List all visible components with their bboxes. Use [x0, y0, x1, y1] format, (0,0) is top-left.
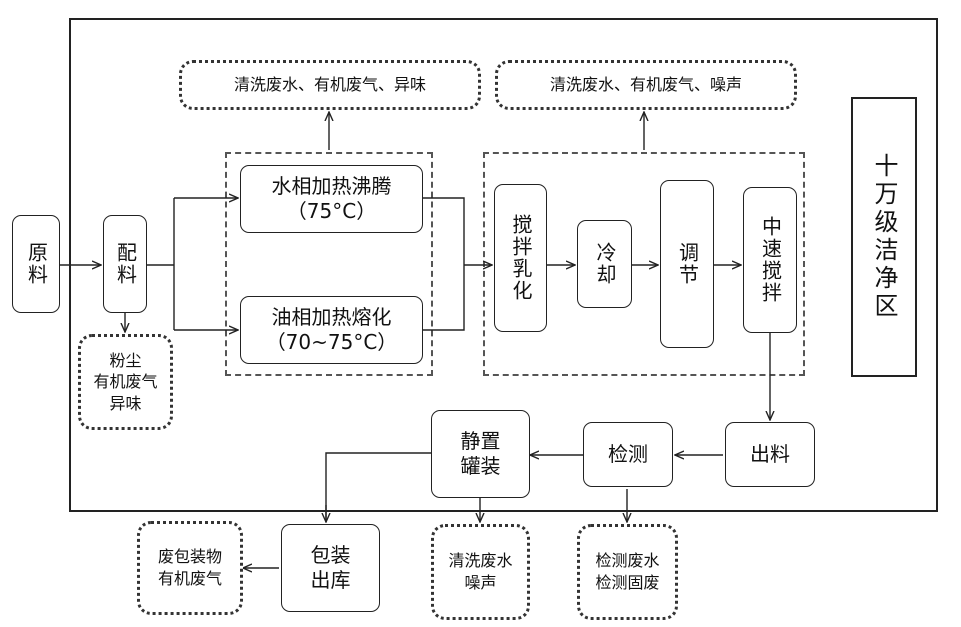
inspection-node: 检测 — [583, 422, 673, 487]
adjust-node: 调节 — [660, 180, 714, 348]
cleanroom-label: 十万级洁净区 — [851, 97, 917, 377]
water-phase-title: 水相加热沸腾 — [271, 174, 392, 198]
heating-group-frame — [225, 152, 433, 376]
batching-node: 配料 — [103, 215, 147, 313]
heating-emission-box: 清洗废水、有机废气、异味 — [179, 60, 481, 110]
raw-material-node: 原料 — [12, 215, 60, 313]
oil-phase-title: 油相加热熔化 — [271, 305, 392, 329]
oil-phase-melting-node: 油相加热熔化 （70~75°C） — [240, 296, 423, 364]
settle-filling-node: 静置 罐装 — [431, 410, 530, 498]
filling-emission-box: 清洗废水 噪声 — [431, 524, 530, 620]
mid-speed-stir-node: 中速搅拌 — [743, 187, 797, 333]
packing-shipping-node: 包装 出库 — [281, 524, 380, 612]
discharge-node: 出料 — [725, 422, 815, 487]
emulsify-emission-box: 清洗废水、有机废气、噪声 — [495, 60, 797, 110]
cooling-node: 冷却 — [577, 220, 632, 308]
water-phase-heating-node: 水相加热沸腾 （75°C） — [240, 165, 423, 233]
packing-waste-box: 废包装物 有机废气 — [137, 521, 243, 615]
water-phase-temp: （75°C） — [286, 199, 377, 223]
stir-emulsify-node: 搅拌乳化 — [494, 184, 547, 332]
batching-emission-box: 粉尘 有机废气 异味 — [78, 334, 173, 430]
inspection-waste-box: 检测废水 检测固废 — [577, 524, 678, 620]
oil-phase-temp: （70~75°C） — [265, 330, 398, 354]
